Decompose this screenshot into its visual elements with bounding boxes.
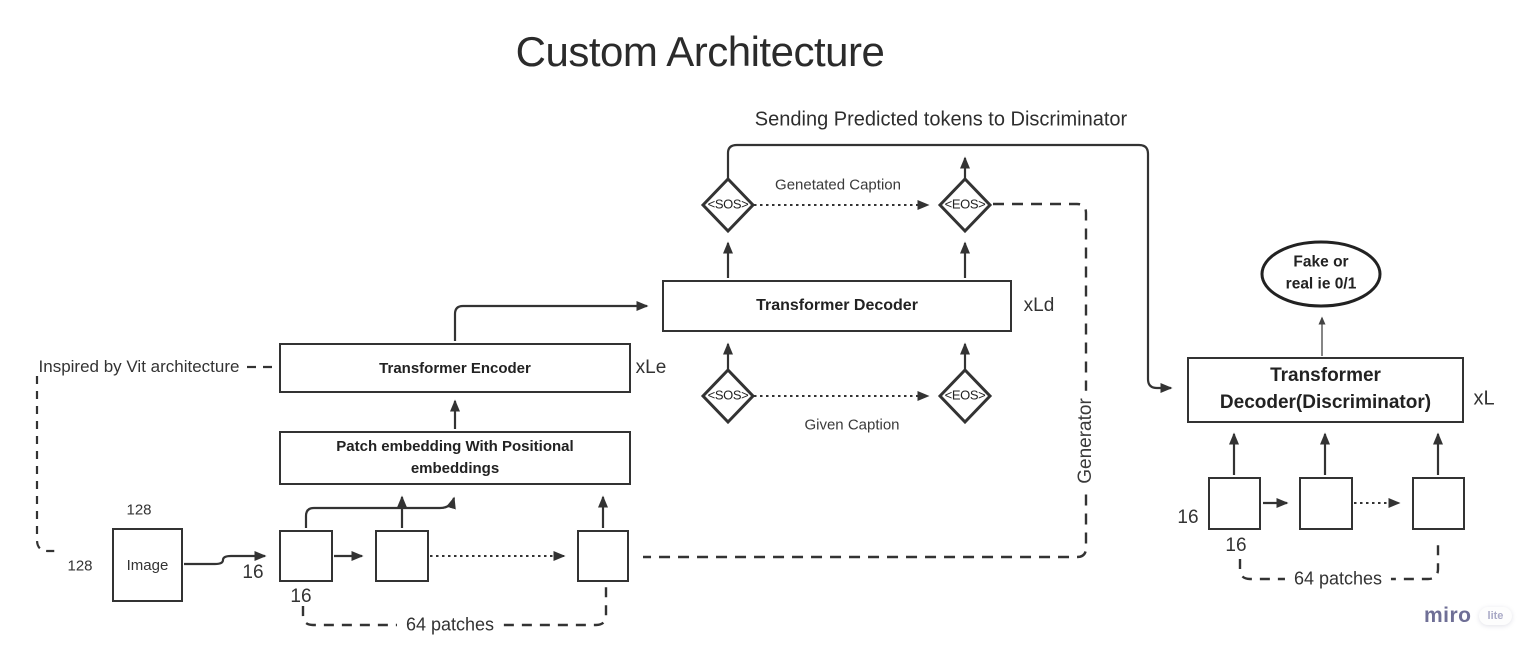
output-ellipse[interactable] bbox=[1260, 240, 1382, 308]
generator-label: Generator bbox=[1073, 391, 1099, 491]
sos-diamond-top[interactable] bbox=[700, 176, 756, 234]
encoder-multiplier: xLe bbox=[635, 357, 667, 379]
image-to-patch-connector bbox=[184, 551, 267, 566]
inspired-by-note: Inspired by Vit architecture bbox=[38, 357, 240, 377]
eos-bottom-token: <EOS> bbox=[944, 387, 986, 403]
discriminator-label-line2: Decoder(Discriminator) bbox=[1219, 392, 1432, 413]
disc-patch-square-2[interactable] bbox=[1299, 477, 1353, 530]
patches-right-label: 64 patches bbox=[1284, 568, 1392, 590]
inspired-dashed-down bbox=[35, 376, 60, 553]
disc-patch-square-1[interactable] bbox=[1208, 477, 1261, 530]
disc-patch-left-dim: 16 bbox=[1177, 507, 1199, 529]
given-caption-label: Given Caption bbox=[804, 416, 900, 434]
eos-diamond-bottom[interactable] bbox=[937, 367, 993, 425]
transformer-decoder-label: Transformer Decoder bbox=[756, 297, 918, 314]
output-label-line1: Fake or bbox=[1293, 253, 1349, 271]
generator-dashed-line bbox=[643, 202, 1088, 559]
encoder-to-decoder-connector bbox=[453, 301, 649, 341]
output-label: Fake or real ie 0/1 bbox=[1286, 252, 1357, 297]
patch1-up-connector bbox=[304, 496, 456, 528]
output-label-line2: real ie 0/1 bbox=[1285, 276, 1357, 293]
patch-square-2[interactable] bbox=[375, 530, 429, 582]
transformer-decoder-box[interactable]: Transformer Decoder bbox=[662, 280, 1012, 332]
sending-tokens-note: Sending Predicted tokens to Discriminato… bbox=[754, 108, 1128, 131]
eos-top-token: <EOS> bbox=[944, 196, 986, 212]
patch-embedding-box[interactable]: Patch embedding With Positional embeddin… bbox=[279, 431, 631, 485]
sos-top-token: <SOS> bbox=[707, 196, 749, 212]
sos-bottom-token: <SOS> bbox=[707, 387, 749, 403]
transformer-encoder-label: Transformer Encoder bbox=[379, 359, 531, 377]
lite-badge: lite bbox=[1478, 607, 1513, 625]
disc-patch-below-dim: 16 bbox=[1225, 535, 1247, 557]
discriminator-label-line1: Transformer bbox=[1270, 365, 1381, 387]
eos-diamond-top[interactable] bbox=[937, 176, 993, 234]
patch-square-3[interactable] bbox=[577, 530, 629, 582]
patch-square-1[interactable] bbox=[279, 530, 333, 582]
disc-patch-square-3[interactable] bbox=[1412, 477, 1465, 530]
image-height-dim: 128 bbox=[67, 557, 93, 575]
patch-size-dim: 16 bbox=[242, 562, 264, 584]
image-input-box[interactable]: Image bbox=[112, 528, 183, 602]
patch-embedding-label-line1: Patch embedding With Positional bbox=[336, 438, 574, 456]
miro-logo[interactable]: miro lite bbox=[1424, 604, 1513, 628]
image-width-dim: 128 bbox=[126, 501, 152, 519]
patch-embedding-label-line2: embeddings bbox=[410, 460, 500, 477]
patch-size-below-dim: 16 bbox=[290, 586, 312, 608]
sos-diamond-bottom[interactable] bbox=[700, 367, 756, 425]
decoder-multiplier: xLd bbox=[1023, 295, 1055, 317]
transformer-encoder-box[interactable]: Transformer Encoder bbox=[279, 343, 631, 393]
page-title: Custom Architecture bbox=[515, 27, 885, 75]
discriminator-multiplier: xL bbox=[1473, 387, 1495, 410]
miro-brand-text: miro bbox=[1424, 604, 1472, 627]
patches-left-label: 64 patches bbox=[396, 614, 504, 636]
image-input-label: Image bbox=[126, 556, 169, 574]
discriminator-box[interactable]: Transformer Decoder(Discriminator) bbox=[1187, 357, 1464, 423]
generated-caption-label: Genetated Caption bbox=[775, 176, 901, 194]
loop-to-discriminator-connector bbox=[726, 143, 1173, 393]
